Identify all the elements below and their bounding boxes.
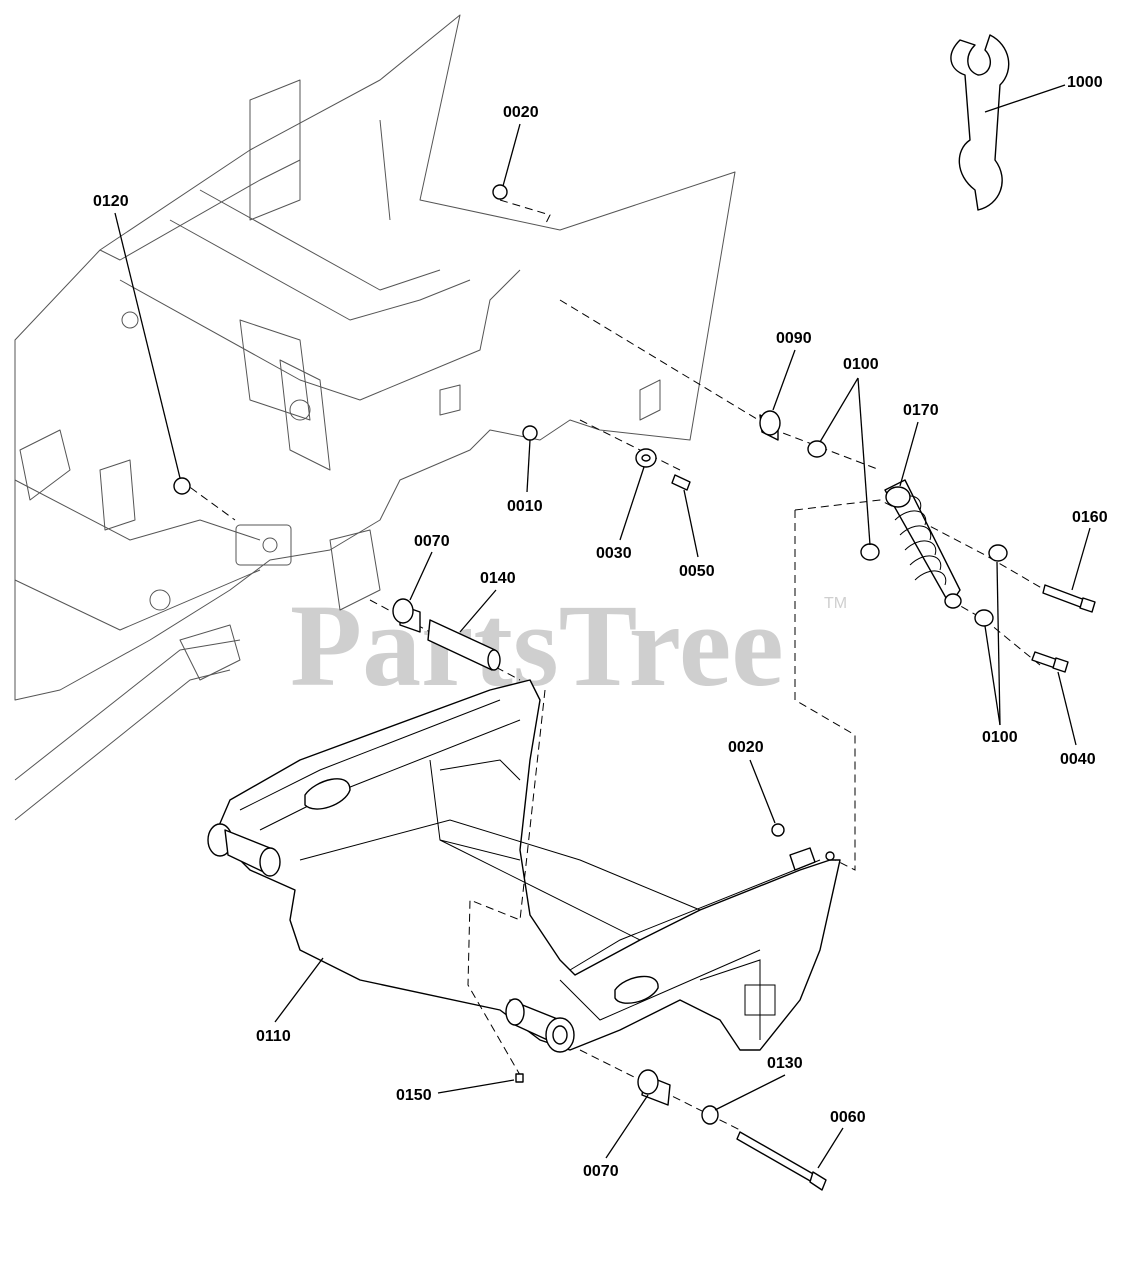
- bolt-0160: [1042, 584, 1086, 609]
- callout-0140: 0140: [480, 570, 516, 587]
- shock-0170: [884, 479, 962, 609]
- washer-0100-a: [807, 440, 827, 458]
- nut-0010: [522, 425, 538, 441]
- leader-lines: [114, 84, 1091, 1169]
- callout-0020-top: 0020: [503, 104, 539, 121]
- bolt-0060: [736, 1131, 816, 1183]
- watermark: PartsTree: [290, 580, 784, 711]
- callout-0010: 0010: [507, 498, 543, 515]
- wrench-1000: [950, 34, 1010, 211]
- washer-0100-c: [988, 544, 1008, 562]
- washer-0100-b: [860, 543, 880, 561]
- callout-0070-bottom: 0070: [583, 1163, 619, 1180]
- nut-0020-mid: [771, 823, 785, 837]
- callout-0030: 0030: [596, 545, 632, 562]
- callout-0130: 0130: [767, 1055, 803, 1072]
- callout-0070-top: 0070: [414, 533, 450, 550]
- watermark-trademark: TM: [824, 595, 847, 612]
- hardware: [173, 34, 1096, 1191]
- callout-0060: 0060: [830, 1109, 866, 1126]
- callout-0040: 0040: [1060, 751, 1096, 768]
- fitting-0150: [515, 1073, 524, 1083]
- callout-0020-mid: 0020: [728, 739, 764, 756]
- callout-0050: 0050: [679, 563, 715, 580]
- screw-0050: [671, 474, 691, 491]
- nut-0020-top: [492, 184, 508, 200]
- chassis-frame: [14, 14, 736, 821]
- callout-0170: 0170: [903, 402, 939, 419]
- callout-0090: 0090: [776, 330, 812, 347]
- callout-0150: 0150: [396, 1087, 432, 1104]
- callout-0120: 0120: [93, 193, 129, 210]
- callout-0100-bottom: 0100: [982, 729, 1018, 746]
- nut-0120: [173, 477, 191, 495]
- callout-0110: 0110: [256, 1028, 291, 1045]
- callout-0100-top: 0100: [843, 356, 879, 373]
- callout-0160: 0160: [1072, 509, 1108, 526]
- washer-0100-d: [974, 609, 994, 627]
- callout-1000: 1000: [1067, 74, 1103, 91]
- pivot-bracket: [207, 679, 841, 1053]
- washer-0130: [701, 1105, 719, 1125]
- callout-labels: 0020 0120 1000 0090 0100 0170 0010 0030 …: [93, 74, 1108, 1180]
